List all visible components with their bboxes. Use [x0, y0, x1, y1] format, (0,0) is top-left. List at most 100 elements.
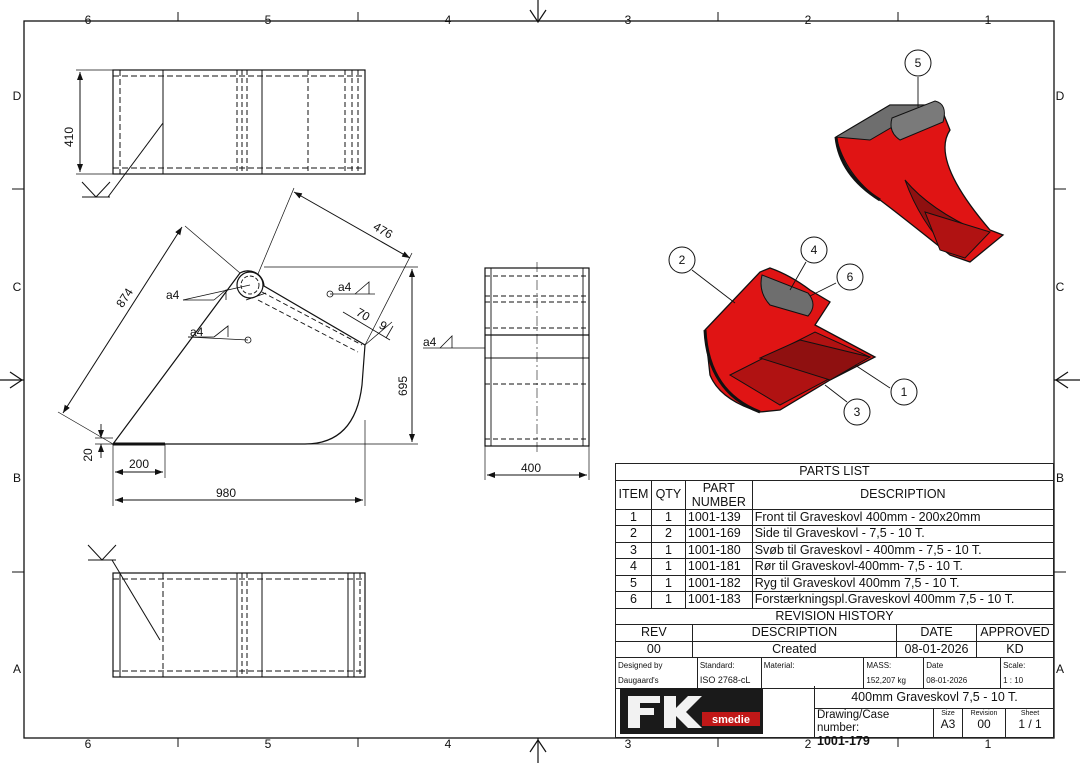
balloon-1: 1 — [890, 378, 918, 406]
revision-value: 00 — [977, 717, 991, 731]
cell-item: 1 — [615, 508, 652, 526]
revision-history-table: REVISION HISTORY REV DESCRIPTION DATE AP… — [615, 608, 1055, 659]
dim-476: 476 — [371, 219, 396, 241]
cell-desc: Ryg til Graveskovl 400mm 7,5 - 10 T. — [751, 574, 1055, 592]
parts-list-table: PARTS LIST ITEM QTY PART NUMBER DESCRIPT… — [615, 463, 1055, 609]
leader-4 — [789, 261, 807, 291]
svg-text:3: 3 — [854, 405, 861, 419]
scale-label: Scale: — [1003, 661, 1026, 670]
cell-qty: 1 — [650, 541, 686, 559]
zone-right-a: A — [1056, 662, 1064, 676]
weld-symbol-3: a4 — [338, 280, 352, 294]
front-view — [423, 262, 590, 480]
dim-200: 200 — [129, 457, 149, 471]
cell-item: 2 — [615, 525, 652, 543]
balloon-6: 6 — [836, 263, 864, 291]
cell-part: 1001-181 — [684, 558, 753, 576]
svg-text:6: 6 — [847, 270, 854, 284]
designed-by-value: Daugaard's — [618, 676, 659, 685]
svg-text:1: 1 — [901, 385, 908, 399]
material-label: Material: — [763, 661, 795, 670]
rev-approved-value: KD — [975, 640, 1055, 658]
date-label: Date — [926, 661, 944, 670]
zone-bottom-1: 1 — [985, 737, 992, 751]
standard-value: ISO 2768-cL — [699, 675, 751, 685]
sheet-value: 1 / 1 — [1018, 717, 1042, 731]
zone-right-c: C — [1056, 280, 1065, 294]
leader-6 — [809, 282, 837, 297]
company-logo: smedie — [620, 688, 763, 734]
zone-bottom-2: 2 — [805, 737, 812, 751]
zone-bottom-3: 3 — [625, 737, 632, 751]
table-row: 00 Created 08-01-2026 KD — [615, 640, 1055, 658]
balloon-3: 3 — [843, 398, 871, 426]
revision-label: Revision — [970, 710, 998, 717]
dim-695: 695 — [396, 376, 410, 396]
cell-desc: Front til Graveskovl 400mm - 200x20mm — [751, 508, 1055, 526]
designed-by-label: Designed by — [618, 661, 663, 670]
dim-70: 70 — [354, 305, 373, 324]
dim-400: 400 — [521, 461, 541, 475]
leader-2 — [691, 269, 736, 304]
zone-top-1: 1 — [985, 13, 992, 27]
zone-right-b: B — [1056, 471, 1064, 485]
bucket-iso-view-exploded — [703, 267, 877, 414]
logo-text: smedie — [712, 714, 750, 726]
col-part-number: PART NUMBER — [684, 479, 753, 510]
mass-value: 152,207 kg — [866, 676, 906, 685]
cell-qty: 1 — [650, 508, 686, 526]
drawing-number-label: Drawing/Case number: — [817, 709, 890, 734]
zone-ticks — [12, 12, 1066, 747]
cell-item: 4 — [615, 558, 652, 576]
leader-3 — [824, 384, 848, 403]
standard-label: Standard: — [699, 661, 735, 670]
rev-value: 00 — [615, 640, 693, 658]
leader-1 — [854, 364, 891, 389]
cell-qty: 2 — [650, 525, 686, 543]
balloon-2: 2 — [668, 246, 696, 274]
cell-item: 5 — [615, 574, 652, 592]
parts-list-title: PARTS LIST — [615, 463, 1054, 481]
zone-top-3: 3 — [625, 13, 632, 27]
title-block-area: PARTS LIST ITEM QTY PART NUMBER DESCRIPT… — [615, 463, 1055, 748]
col-qty: QTY — [650, 479, 686, 510]
rev-col-approved: APPROVED — [975, 624, 1055, 642]
col-description: DESCRIPTION — [751, 479, 1055, 510]
weld-symbol-4: a4 — [423, 335, 437, 349]
cell-item: 3 — [615, 541, 652, 559]
zone-top-2: 2 — [805, 13, 812, 27]
cell-desc: Rør til Graveskovl-400mm- 7,5 - 10 T. — [751, 558, 1055, 576]
svg-text:2: 2 — [679, 253, 686, 267]
zone-bottom-5: 5 — [265, 737, 272, 751]
rev-col-rev: REV — [615, 624, 693, 642]
cell-part: 1001-180 — [684, 541, 753, 559]
zone-top-6: 6 — [85, 13, 92, 27]
cell-item: 6 — [615, 591, 652, 609]
balloon-5: 5 — [904, 49, 932, 77]
cell-part: 1001-183 — [684, 591, 753, 609]
balloon-4: 4 — [800, 236, 828, 264]
title-block-table: Designed by Daugaard's Standard: ISO 2768-… — [615, 658, 1054, 689]
dim-874: 874 — [113, 285, 136, 310]
scale-value: 1 : 10 — [1003, 676, 1024, 685]
zone-bottom-6: 6 — [85, 737, 92, 751]
zone-left-a: A — [13, 662, 21, 676]
cell-qty: 1 — [650, 574, 686, 592]
cell-part: 1001-169 — [684, 525, 753, 543]
size-label: Size — [941, 710, 955, 717]
date-value: 08-01-2026 — [926, 676, 968, 685]
cell-qty: 1 — [650, 591, 686, 609]
zone-bottom-4: 4 — [445, 737, 452, 751]
cell-part: 1001-182 — [684, 574, 753, 592]
bottom-view — [87, 544, 366, 678]
svg-text:4: 4 — [811, 243, 818, 257]
zone-top-5: 5 — [265, 13, 272, 27]
sheet-label: Sheet — [1020, 710, 1040, 717]
